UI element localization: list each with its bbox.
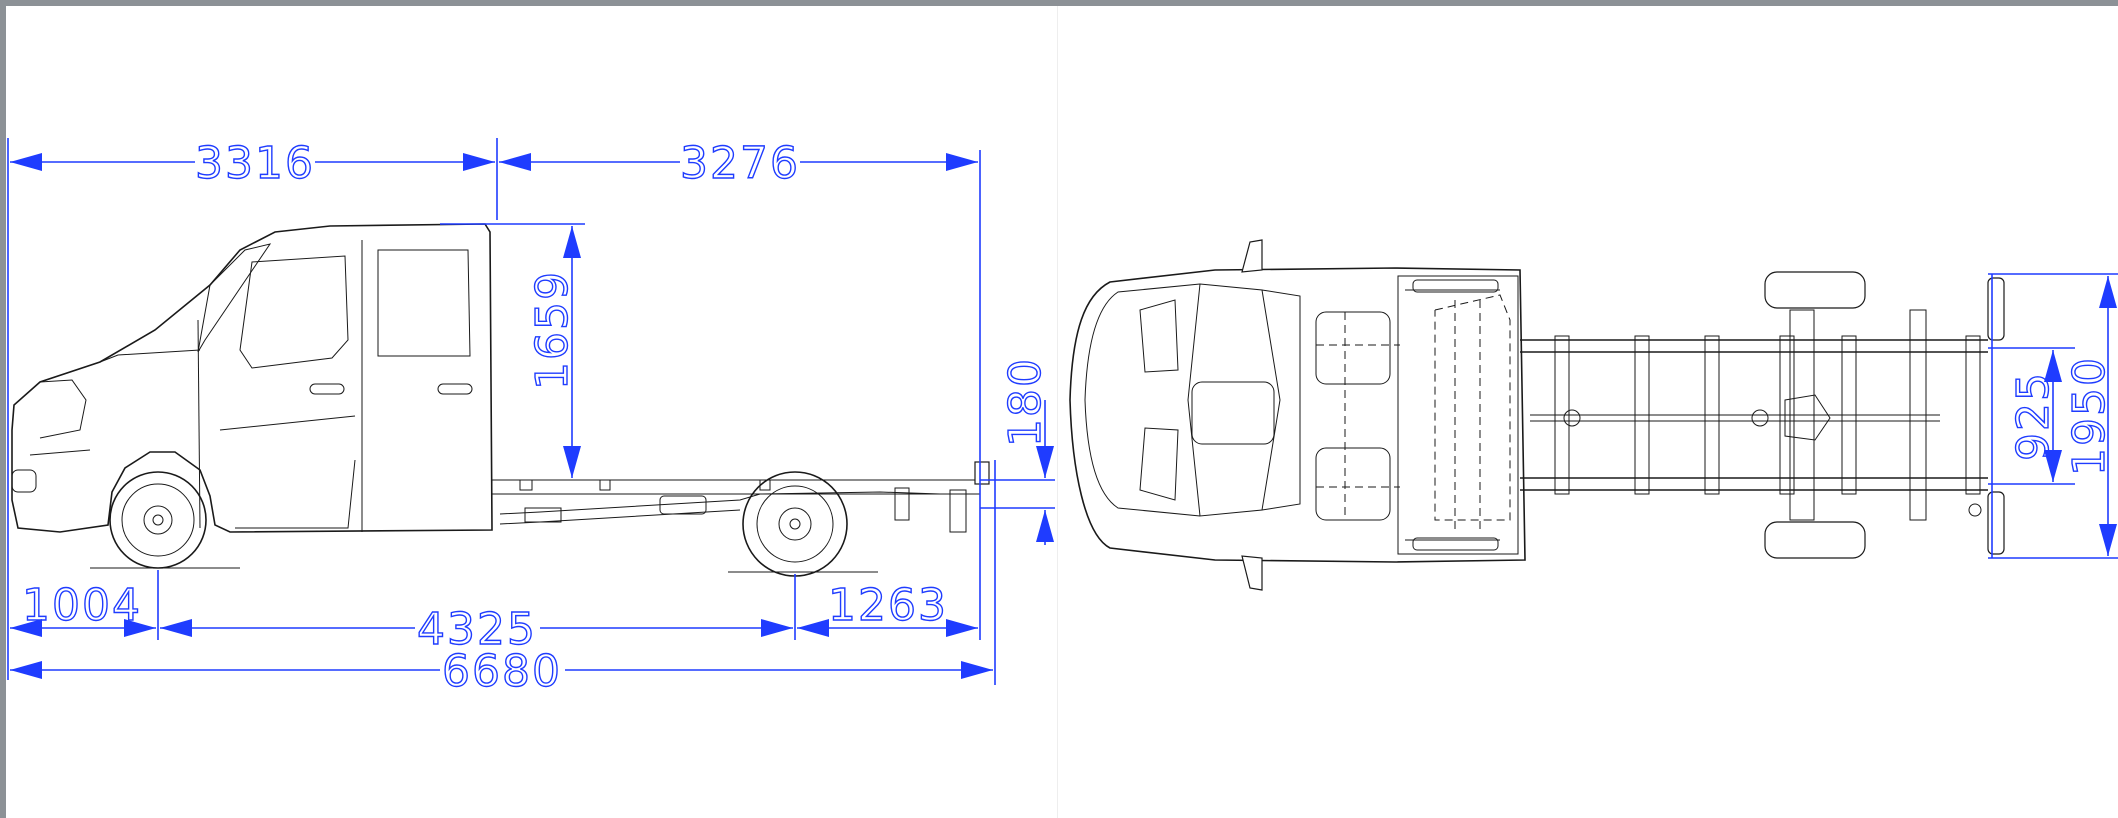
dimension-label-cab-height: 1659 bbox=[527, 270, 578, 390]
dimension-label-rear-overhang: 1263 bbox=[828, 580, 948, 631]
side-view-dimensions: 3316 3276 1659 bbox=[7, 137, 1055, 698]
viewer-top-frame bbox=[0, 0, 2118, 6]
dimension-cab-height: 1659 bbox=[440, 223, 585, 478]
dimension-rear-overhang: 1263 bbox=[797, 579, 978, 637]
dimension-frame-height: 180 bbox=[980, 356, 1055, 545]
dimension-track-width: 925 bbox=[2007, 350, 2062, 482]
dimension-label-frame-height: 180 bbox=[1000, 357, 1051, 447]
page-divider bbox=[1057, 6, 1058, 818]
dimension-label-wheelbase: 4325 bbox=[417, 604, 537, 655]
dimension-label-cab-length: 3316 bbox=[195, 138, 315, 189]
dimension-label-overall-length: 6680 bbox=[442, 646, 562, 697]
top-view-vehicle bbox=[1069, 239, 2005, 591]
side-view-vehicle bbox=[11, 223, 990, 577]
dimension-label-track-width: 925 bbox=[2008, 371, 2059, 461]
dimension-wheelbase: 4325 bbox=[160, 603, 793, 656]
dimension-label-front-overhang: 1004 bbox=[22, 580, 142, 631]
top-view-dimensions: 925 1950 bbox=[1988, 273, 2118, 559]
dimension-body-length: 3276 bbox=[499, 137, 978, 190]
viewer-left-frame bbox=[0, 0, 6, 818]
dimension-label-overall-width: 1950 bbox=[2064, 356, 2115, 476]
dimension-front-overhang: 1004 bbox=[10, 579, 156, 637]
dimension-overall-width: 1950 bbox=[2063, 276, 2117, 556]
dimension-label-body-length: 3276 bbox=[680, 138, 800, 189]
dimension-cab-length: 3316 bbox=[10, 137, 495, 190]
dimension-overall-length: 6680 bbox=[10, 645, 993, 698]
